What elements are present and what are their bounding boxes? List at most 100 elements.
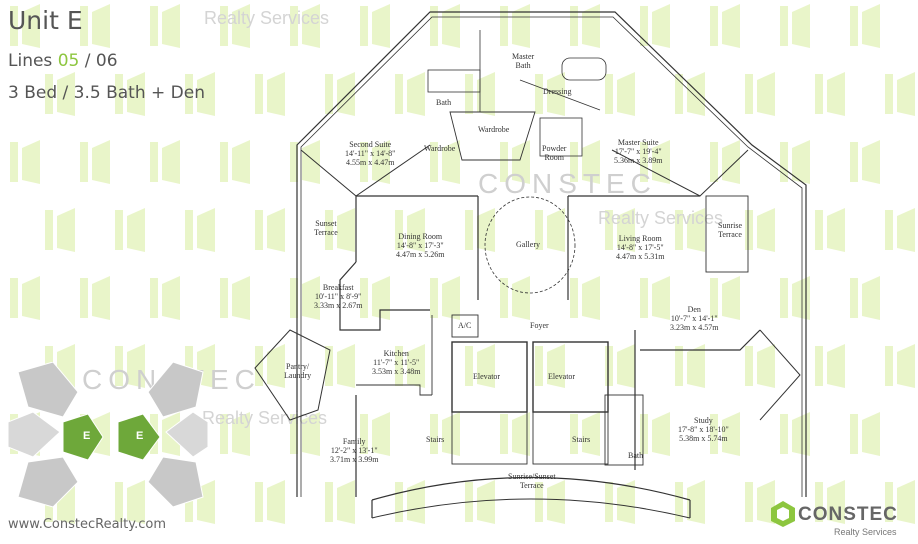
pattern-bar (395, 482, 403, 522)
pattern-mark (582, 4, 600, 48)
pattern-bar (745, 346, 753, 386)
pattern-mark (687, 480, 705, 524)
pattern-mark (617, 344, 635, 388)
pattern-mark (197, 72, 215, 116)
pattern-bar (640, 142, 648, 182)
key-wing-right-mid (165, 411, 208, 458)
pattern-mark (582, 412, 600, 456)
pattern-mark (792, 4, 810, 48)
pattern-bar (115, 482, 123, 522)
pattern-bar (535, 346, 543, 386)
stairs-left-box (451, 411, 528, 465)
lines-prefix: Lines (8, 51, 58, 71)
pattern-bar (710, 278, 718, 318)
pattern-mark (372, 140, 390, 184)
pattern-mark (757, 480, 775, 524)
pattern-bar (10, 278, 18, 318)
pattern-mark (407, 344, 425, 388)
pattern-mark (442, 4, 460, 48)
pattern-mark (127, 480, 145, 524)
pattern-mark (862, 140, 880, 184)
pattern-bar (80, 278, 88, 318)
pattern-mark (57, 208, 75, 252)
pattern-bar (500, 278, 508, 318)
pattern-bar (675, 482, 683, 522)
room-stairs-left: Stairs (426, 435, 445, 444)
powder-room-box (539, 117, 583, 157)
pattern-bar (885, 74, 893, 114)
terrace-arc (371, 476, 691, 501)
pattern-mark (687, 208, 705, 252)
pattern-mark (57, 72, 75, 116)
pattern-bar (430, 414, 438, 454)
pattern-mark (652, 412, 670, 456)
bath-tub-top (427, 69, 481, 93)
pattern-bar (360, 142, 368, 182)
pattern-mark (722, 140, 740, 184)
pattern-mark (127, 72, 145, 116)
pattern-bar (325, 346, 333, 386)
master-tub (561, 57, 607, 81)
pattern-bar (675, 346, 683, 386)
pattern-bar (710, 414, 718, 454)
pattern-mark (512, 140, 530, 184)
pattern-bar (360, 6, 368, 46)
pattern-mark (757, 72, 775, 116)
pattern-mark (792, 140, 810, 184)
pattern-mark (722, 4, 740, 48)
pattern-mark (827, 480, 845, 524)
outer-wall (296, 11, 807, 497)
pattern-bar (185, 74, 193, 114)
pattern-mark (512, 4, 530, 48)
pattern-bar (500, 142, 508, 182)
pattern-bar (605, 210, 613, 250)
pattern-bar (80, 142, 88, 182)
pattern-bar (780, 142, 788, 182)
pattern-bar (640, 414, 648, 454)
pattern-mark (862, 4, 880, 48)
pattern-mark (547, 344, 565, 388)
pattern-bar (255, 74, 263, 114)
pattern-mark (337, 72, 355, 116)
pattern-mark (477, 208, 495, 252)
watermark-realty-mid: Realty Services (598, 208, 724, 228)
pattern-bar (675, 74, 683, 114)
room-foyer: Foyer (530, 321, 549, 330)
outer-wall-inner (300, 16, 803, 497)
ac-closet (451, 314, 479, 338)
key-plan (8, 362, 208, 508)
brand-subtitle: Realty Services (834, 527, 897, 537)
pattern-mark (617, 480, 635, 524)
stairs-right-box (532, 411, 609, 465)
pattern-mark (162, 4, 180, 48)
pattern-mark (232, 4, 250, 48)
pattern-mark (547, 480, 565, 524)
pattern-bar (535, 74, 543, 114)
pattern-mark (92, 4, 110, 48)
pattern-mark (757, 208, 775, 252)
room-elevator-left: Elevator (473, 372, 501, 381)
pattern-bar (115, 210, 123, 250)
pattern-mark (232, 140, 250, 184)
pattern-mark (547, 72, 565, 116)
pattern-bar (290, 278, 298, 318)
pattern-mark (337, 208, 355, 252)
pattern-bar (850, 142, 858, 182)
website-link[interactable]: www.ConstecRealty.com (8, 517, 166, 532)
room-gallery: Gallery (516, 240, 540, 249)
pattern-mark (687, 72, 705, 116)
pattern-bar (150, 278, 158, 318)
pattern-bar (395, 74, 403, 114)
watermark-realty-left: Realty Services (202, 408, 328, 428)
pattern-bar (45, 210, 53, 250)
pattern-bar (115, 74, 123, 114)
unit-title: Unit E (8, 6, 83, 35)
pattern-mark (652, 276, 670, 320)
pattern-bar (430, 278, 438, 318)
